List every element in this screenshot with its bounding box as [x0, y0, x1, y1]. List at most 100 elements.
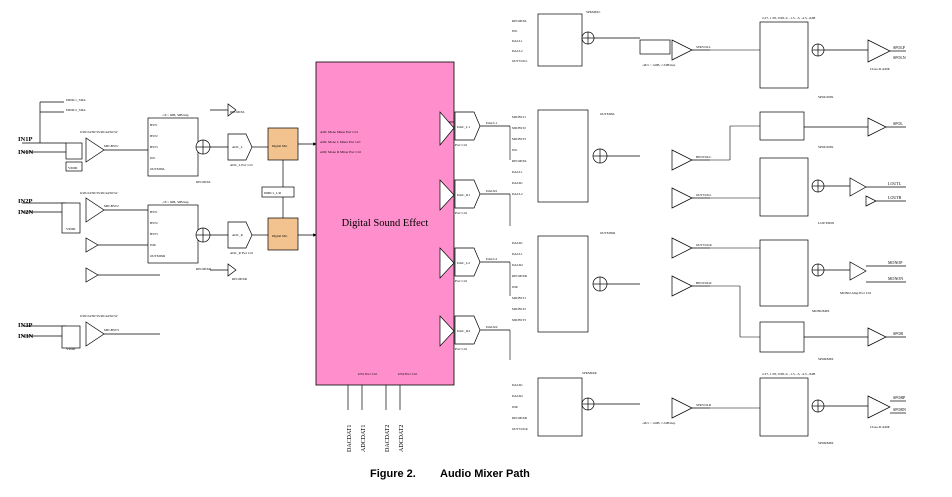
- spkmixl-src-1: INL: [512, 29, 518, 33]
- dacdat2-label: DACDAT2: [385, 425, 391, 452]
- spol-label: SPOL: [893, 121, 903, 126]
- spkvolr-label: SPKVOLR: [696, 403, 712, 407]
- dac-l1-label: DAC_L1: [457, 125, 470, 129]
- dmic-lr-label: DMIC1_L/R: [264, 191, 282, 195]
- in3p-label: IN3P: [18, 322, 32, 329]
- mono-amp-pwr: MONO Amp Pwr Ctrl: [840, 291, 871, 295]
- monomix-label: MONOMIX: [812, 309, 830, 313]
- dacr2-out: DACR2: [486, 325, 498, 329]
- spkmixl-src-3: DACL2: [512, 49, 523, 53]
- spkmixr-src-0: DACR1: [512, 383, 523, 387]
- dsp-title: Digital Sound Effect: [342, 218, 429, 229]
- spormix-label: SPORMIX: [818, 441, 834, 445]
- outmixr-src-1: DACL1: [512, 252, 523, 256]
- dac-section: [439, 111, 510, 347]
- outmixr-src-7: MICBST3: [512, 318, 526, 322]
- spkvoll-gain: -46.5 ~ 12dB, 1.5dB/step: [642, 63, 676, 68]
- dac-r1-label: DAC_R1: [457, 193, 470, 197]
- hpovoll-label: HPOVOLL: [696, 155, 711, 159]
- recmixl-gain: -16 ~ 0dB, 3dB/step: [162, 113, 189, 118]
- mixer-section: [537, 13, 710, 437]
- spkmixl-src-2: DACL1: [512, 39, 523, 43]
- outmixl-label: OUTMIXL: [600, 112, 615, 116]
- spkmixl-src-0: RECMIXL: [512, 19, 527, 23]
- dac-r2-pwr: Pwr Ctrl: [455, 347, 467, 351]
- spoln-label: SPOLN: [893, 55, 906, 60]
- monon-label: MONON: [888, 276, 903, 281]
- outmixl-src-0: MICBST1: [512, 115, 526, 119]
- figure-number: Figure 2.: [370, 468, 416, 480]
- recmixl-src-1: BST2: [150, 134, 158, 138]
- dsp-line-0: ADC Mono Mixer Pwr Ctrl: [320, 130, 358, 134]
- outmixr-src-3: RECMIXR: [512, 274, 528, 278]
- spor-label: SPOR: [893, 331, 903, 336]
- recmixl-src-4: OUTMIXL: [150, 167, 165, 171]
- hpovolr-label: HPOVOLR: [696, 281, 712, 285]
- in1n-label: IN1N: [18, 149, 33, 156]
- adc-l-label: ADC_L: [232, 145, 243, 149]
- loutmix-label: LOUTMIX: [818, 221, 835, 225]
- spkmixl-label: SPKMIXL: [586, 10, 600, 14]
- output-section: [759, 21, 906, 437]
- recmixl-label: RECMIXL: [196, 180, 211, 184]
- digital-mic-l: Digital Mic: [272, 144, 288, 148]
- vmid3-label: VMID: [66, 347, 76, 351]
- dac-r1-pwr: Pwr Ctrl: [455, 211, 467, 215]
- spkmixr-src-1: DACR2: [512, 394, 523, 398]
- adc-r-label: ADC_R: [232, 233, 244, 237]
- adc-section: [147, 103, 317, 277]
- class-d-right: Class-D AMP: [870, 425, 890, 429]
- input-section: [22, 101, 160, 349]
- micbst2-label: MICBST2: [104, 204, 119, 208]
- dmic2-label: DMIC2_SDA: [66, 108, 86, 112]
- dac-l1-pwr: Pwr Ctrl: [455, 143, 467, 147]
- outvolr-label: OUTVOLR: [696, 243, 713, 247]
- in3n-label: IN3N: [18, 333, 33, 340]
- micbst2-gain: 0/20/24/30/35/40/44/50/52: [80, 191, 118, 195]
- vmid2-label: VMID: [66, 227, 76, 231]
- recmixr-src-0: BST1: [150, 210, 158, 214]
- i2s1-pwr: I2S1 Pwr Ctrl: [358, 372, 377, 376]
- in1p-label: IN1P: [18, 136, 32, 143]
- spkmixl-src-4: OUTVOLL: [512, 59, 528, 63]
- outmixr-src-2: DACR2: [512, 263, 523, 267]
- micbst1-gain: 0/20/24/30/35/40/44/50/52: [80, 130, 118, 134]
- adc-r-pwr: ADC_R Pwr Ctrl: [230, 251, 253, 255]
- spkmixr-src-3: RECMIXR: [512, 416, 528, 420]
- dacl2-out: DACL2: [486, 257, 498, 261]
- digital-mic-r: Digital Mic: [272, 234, 288, 238]
- spolmix-gain: 2.27, 1.58, 0.98, 0, -1.5, -3, -4.5, -6d…: [762, 16, 816, 21]
- spolmix-label: SPOLMIX: [818, 95, 834, 99]
- recmixr-src-2: BST3: [150, 232, 158, 236]
- micbst1-label: MICBST1: [104, 144, 119, 148]
- outmixr-src-4: INR: [512, 285, 518, 289]
- figure-title: Audio Mixer Path: [440, 468, 530, 480]
- lout-r-label: LOUTR: [888, 195, 902, 200]
- dac-l2-label: DAC_L2: [457, 261, 470, 265]
- recmixr-label: RECMIXR: [196, 267, 212, 271]
- adcdat2-label: ADCDAT2: [399, 425, 405, 452]
- spkmixr-src-4: OUTVOLR: [512, 427, 529, 431]
- monop-label: MONOP: [888, 260, 903, 265]
- spolp-label: SPOLP: [893, 45, 906, 50]
- outmixl-src-2: MICBST3: [512, 137, 526, 141]
- dsp-section: Digital Sound Effect ADC Mono Mixer Pwr …: [315, 61, 455, 452]
- recmixr-src-4: OUTMIXR: [150, 254, 166, 258]
- outmixl-src-3: INL: [512, 148, 518, 152]
- spkvoll-label: SPKVOLL: [696, 45, 711, 49]
- recmixr-out: RECMIXR: [232, 277, 248, 281]
- dsp-line-1: ADC Mono L Mixer Pwr Ctrl: [320, 140, 361, 144]
- spolmix-label-2: SPOLMIX: [818, 145, 834, 149]
- dac-l2-pwr: Pwr Ctrl: [455, 279, 467, 283]
- outvoll-label: OUTVOLL: [696, 193, 712, 197]
- dacl1-out: DACL1: [486, 121, 498, 125]
- class-d-left: Class-D AMP: [870, 67, 890, 71]
- outmixr-src-5: MICBST1: [512, 296, 526, 300]
- dmic1-label: DMIC1_SDA: [66, 98, 86, 102]
- recmixr-src-1: BST2: [150, 221, 158, 225]
- outmixr-label: OUTMIXR: [600, 231, 616, 235]
- spormix-gain: 2.27, 1.58, 0.98, 0, -1.5, -3, -4.5, -6d…: [762, 372, 816, 377]
- recmixl-src-0: BST1: [150, 123, 158, 127]
- adc-l-pwr: ADC_L Pwr Ctrl: [230, 163, 253, 167]
- recmixl-src-3: INL: [150, 156, 156, 160]
